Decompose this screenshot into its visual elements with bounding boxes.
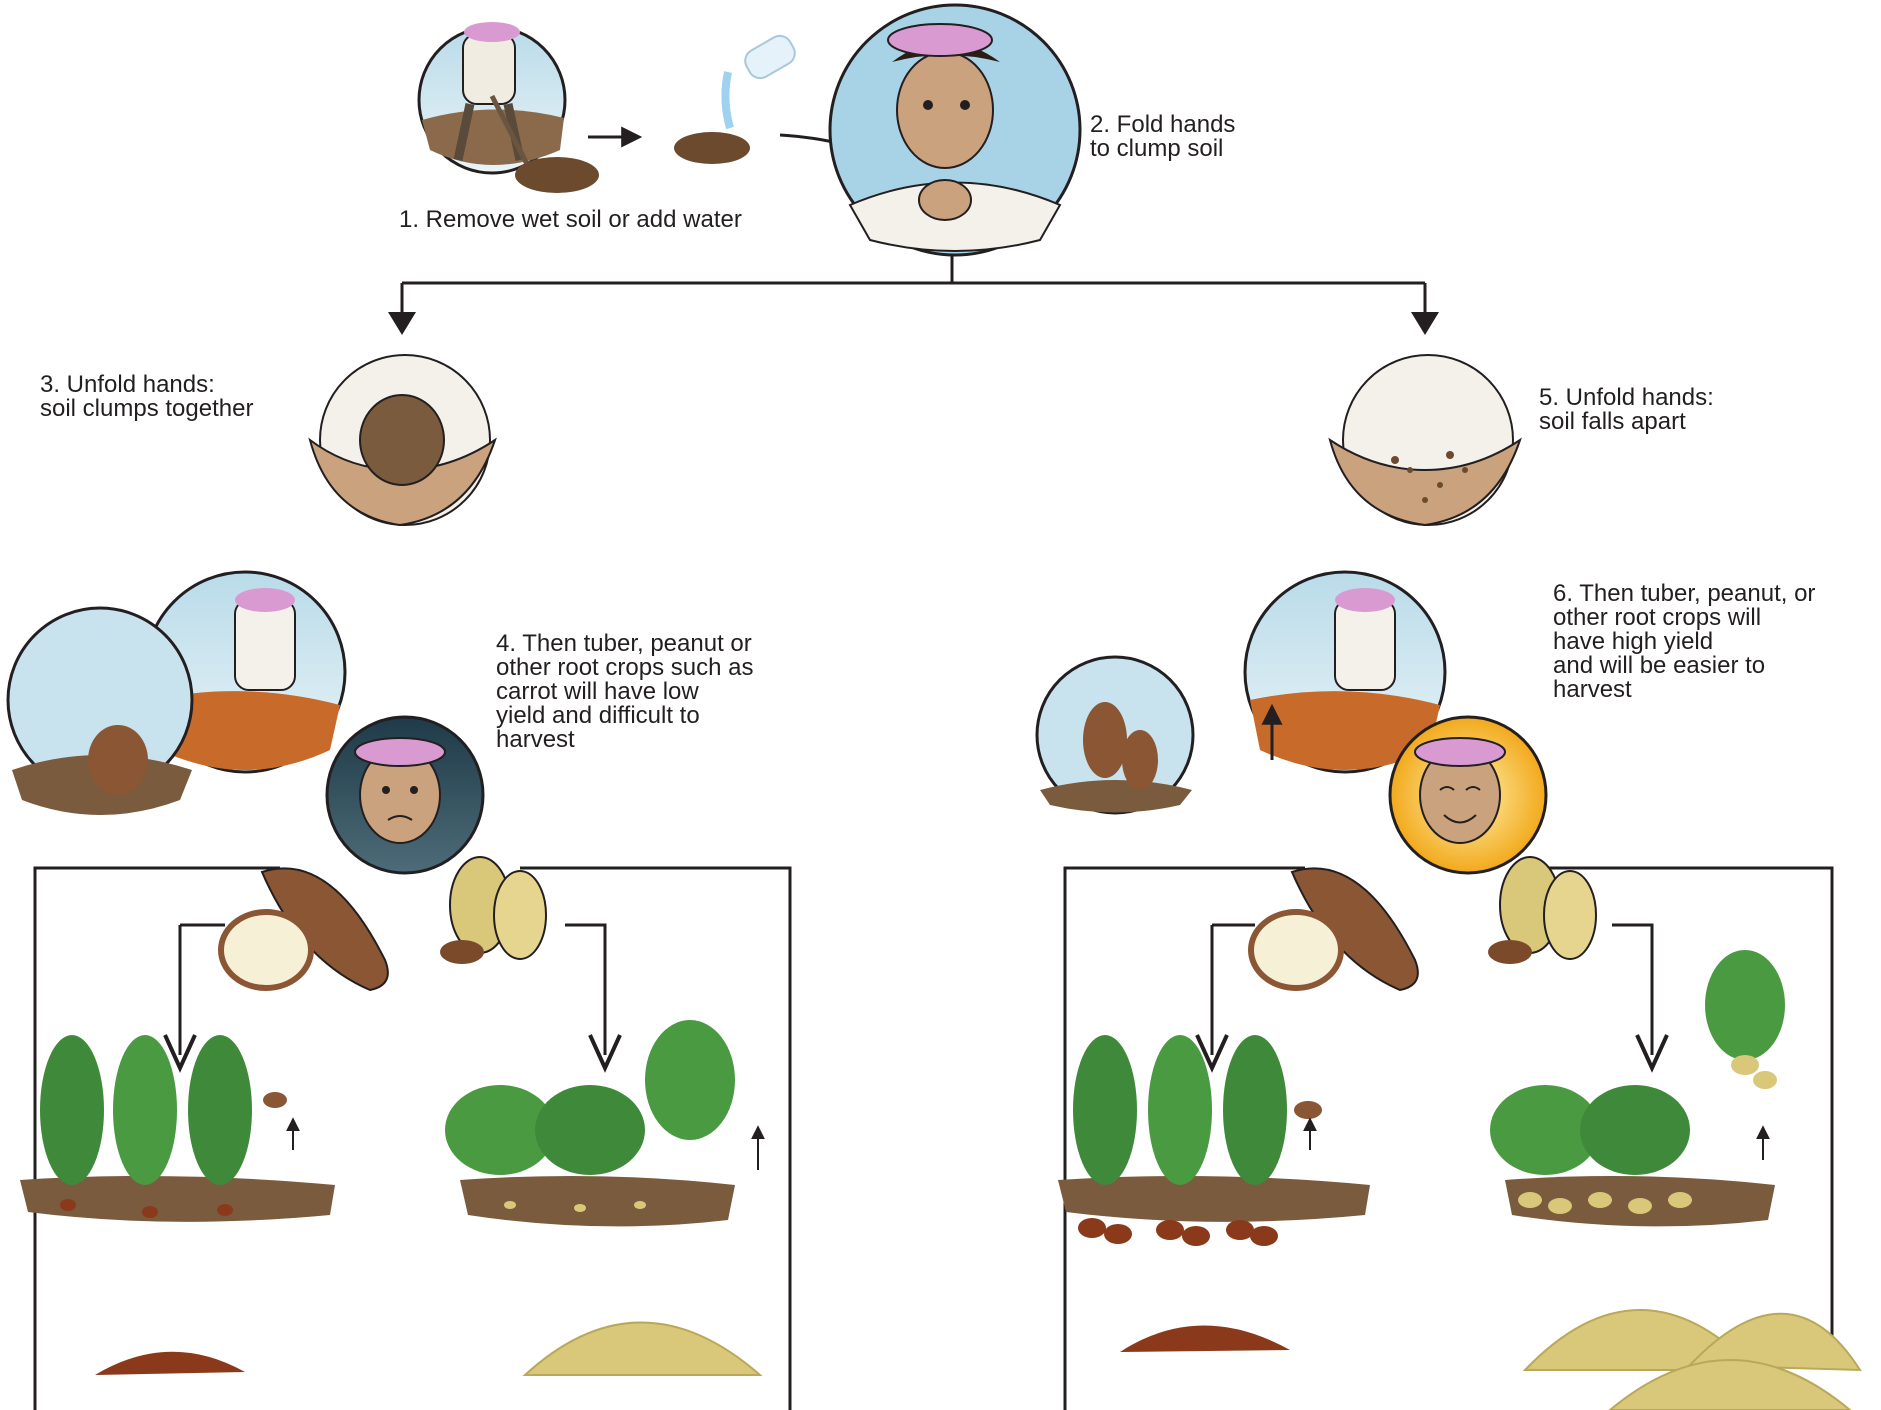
peanut-harvest-pile-icon bbox=[1525, 1310, 1860, 1410]
tuber-harvest-pile-icon bbox=[1120, 1325, 1290, 1352]
tuber-icon bbox=[221, 868, 388, 990]
clumped-soil-hands-icon bbox=[310, 355, 495, 525]
step-2-label: 2. Fold hands to clump soil bbox=[1090, 113, 1235, 161]
tuber-icon bbox=[1251, 868, 1418, 990]
farmer-portrait-icon bbox=[830, 5, 1080, 255]
easy-harvest-scene bbox=[1037, 572, 1445, 813]
peanut-icon bbox=[1488, 857, 1596, 964]
step-3-label: 3. Unfold hands: soil clumps together bbox=[40, 373, 253, 421]
step-4-label: 4. Then tuber, peanut or other root crop… bbox=[496, 632, 753, 752]
digging-farmer-icon bbox=[419, 22, 565, 173]
high-yield-panel bbox=[1058, 857, 1860, 1410]
happy-farmer-icon bbox=[1390, 717, 1546, 873]
peanut-plant-icon bbox=[1490, 950, 1785, 1226]
tuber-harvest-pile-icon bbox=[95, 1352, 245, 1375]
step-1-label: 1. Remove wet soil or add water bbox=[399, 208, 742, 232]
peanut-plant-icon bbox=[445, 1020, 758, 1226]
soil-clod-icon bbox=[515, 157, 599, 193]
sad-farmer-icon bbox=[327, 717, 483, 873]
peanut-harvest-pile-icon bbox=[525, 1323, 760, 1376]
arrow-down-left-icon bbox=[388, 312, 416, 335]
water-bottle-icon bbox=[674, 32, 799, 164]
step-6-label: 6. Then tuber, peanut, or other root cro… bbox=[1553, 582, 1815, 702]
peanut-icon bbox=[440, 857, 546, 964]
difficult-harvest-scene bbox=[8, 572, 345, 815]
branch-connector bbox=[402, 255, 1425, 316]
low-yield-panel bbox=[20, 857, 790, 1410]
crumbled-soil-hands-icon bbox=[1330, 355, 1520, 525]
arrow-down-right-icon bbox=[1411, 312, 1439, 335]
step-5-label: 5. Unfold hands: soil falls apart bbox=[1539, 386, 1714, 434]
